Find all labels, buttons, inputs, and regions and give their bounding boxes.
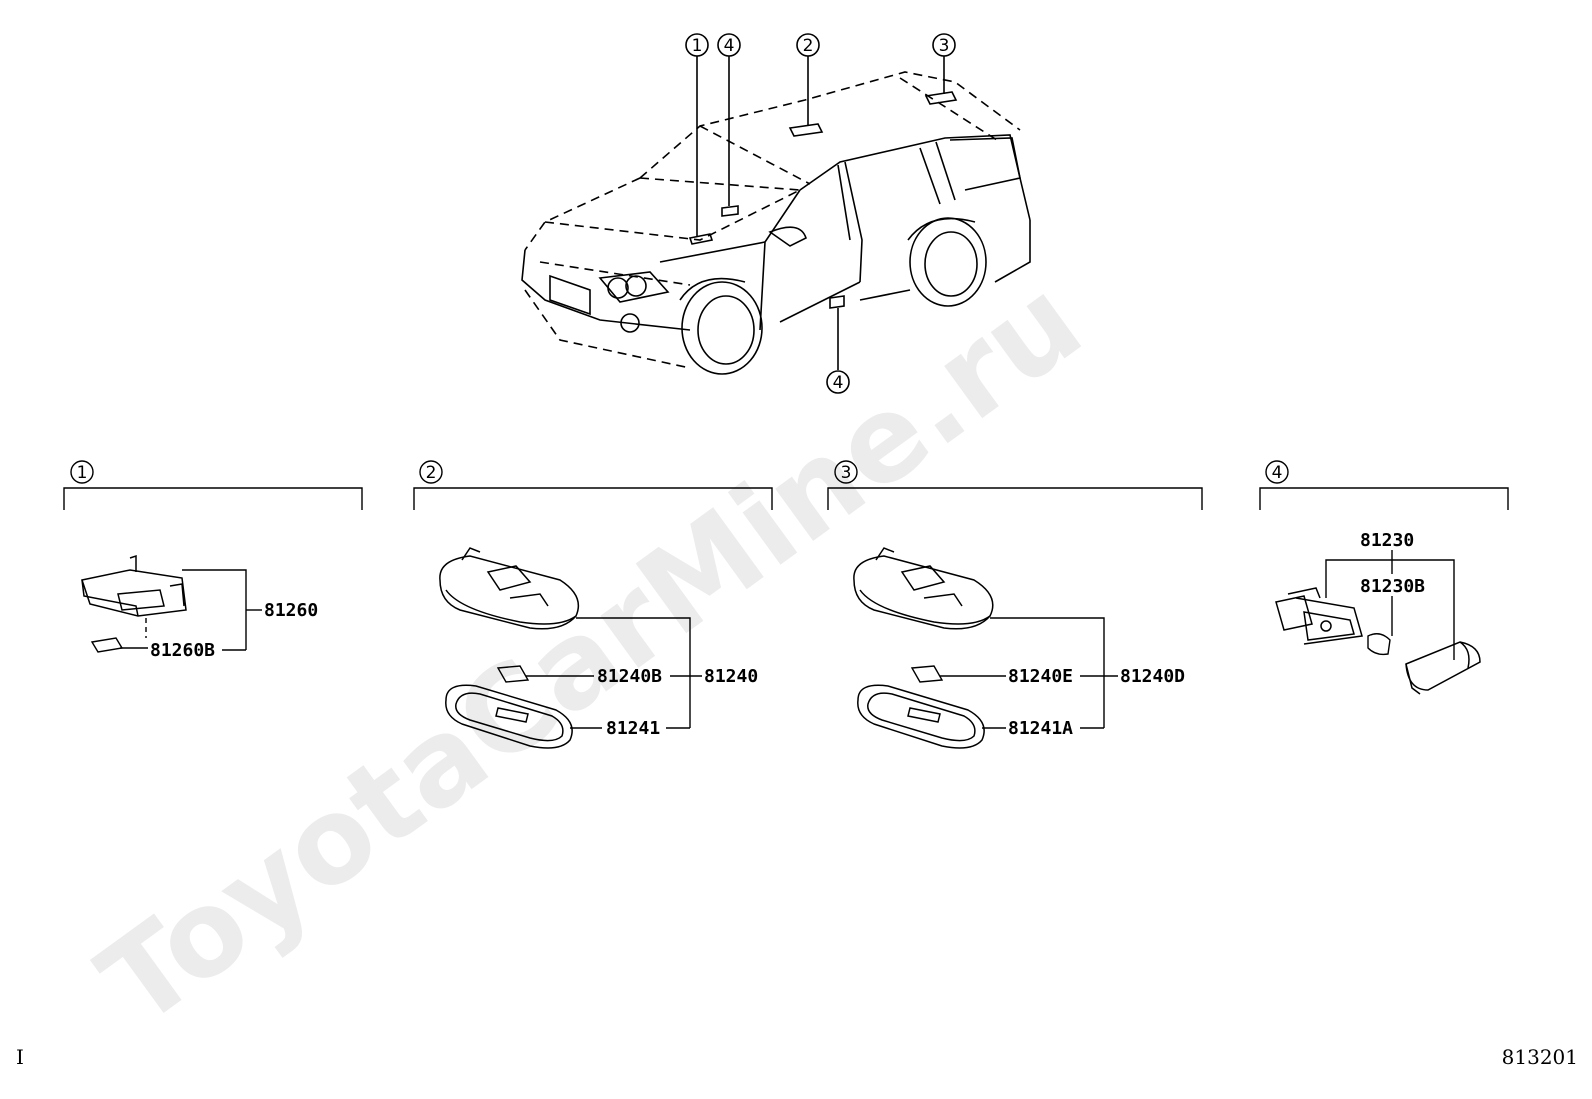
- group-3: 3 81240E 81240D 81241A: [827, 460, 1203, 749]
- lamp-position-4-lower: [829, 295, 845, 309]
- vehicle-overview: [521, 33, 1031, 394]
- part-81230b: 81230B: [1360, 576, 1425, 597]
- group-2: 2 81240B 81240 81241: [413, 460, 773, 749]
- room-lamp-housing-rear: [853, 547, 994, 630]
- part-81240d: 81240D: [1120, 666, 1185, 687]
- lens-81241a: [857, 684, 985, 749]
- lamp-position-2: [788, 123, 824, 137]
- group-2-number: 2: [426, 463, 437, 483]
- group-2-leaders: [526, 617, 702, 729]
- part-81240e: 81240E: [1008, 666, 1073, 687]
- group-3-circle: [834, 460, 858, 484]
- group-2-circle: [419, 460, 443, 484]
- group-3-number: 3: [841, 463, 852, 483]
- part-81260b: 81260B: [150, 640, 215, 661]
- callout-4-lower: 4: [833, 373, 844, 393]
- courtesy-lamp-lens: [1405, 641, 1481, 695]
- watermark: ToyotaCarMine.ru: [75, 251, 1105, 1052]
- group-4-bracket: [1259, 487, 1509, 510]
- group-4-number: 4: [1272, 463, 1283, 483]
- vehicle-body: [521, 134, 1031, 375]
- group-3-bracket: [827, 487, 1203, 510]
- room-lamp-housing: [439, 547, 580, 630]
- group-3-leaders: [940, 617, 1118, 729]
- part-81260: 81260: [264, 600, 318, 621]
- part-81241: 81241: [606, 718, 660, 739]
- group-2-bracket: [413, 487, 773, 510]
- bulb-81240e: [910, 665, 944, 683]
- group-1-circle: [70, 460, 94, 484]
- callout-1: 1: [692, 36, 703, 56]
- group-1: 1 81260 81260B: [63, 460, 363, 661]
- group-4-leaders: [1325, 550, 1455, 660]
- callout-4-upper: 4: [724, 36, 735, 56]
- lamp-position-1: [688, 233, 714, 245]
- callout-3: 3: [939, 36, 950, 56]
- courtesy-lamp-socket: [1275, 587, 1363, 645]
- bulb-81240b: [496, 665, 530, 683]
- part-81241a: 81241A: [1008, 718, 1073, 739]
- group-1-number: 1: [77, 463, 88, 483]
- group-1-leaders: [120, 569, 262, 651]
- callout-2: 2: [803, 36, 814, 56]
- group-4: 4 81230 81230B: [1259, 460, 1509, 695]
- vehicle-hidden-outline: [524, 71, 1021, 369]
- group-1-bracket: [63, 487, 363, 510]
- part-81230: 81230: [1360, 530, 1414, 551]
- diagram-number: 813201: [1502, 1045, 1578, 1069]
- footer-left-mark: I: [16, 1045, 24, 1069]
- bulb-81260b: [90, 618, 147, 653]
- group-4-circle: [1265, 460, 1289, 484]
- part-81240: 81240: [704, 666, 758, 687]
- interior-lamp-switch: [81, 554, 187, 617]
- lens-81241: [445, 684, 573, 749]
- lamp-position-4-upper: [721, 205, 739, 217]
- bulb-81230b: [1367, 633, 1391, 656]
- part-81240b: 81240B: [597, 666, 662, 687]
